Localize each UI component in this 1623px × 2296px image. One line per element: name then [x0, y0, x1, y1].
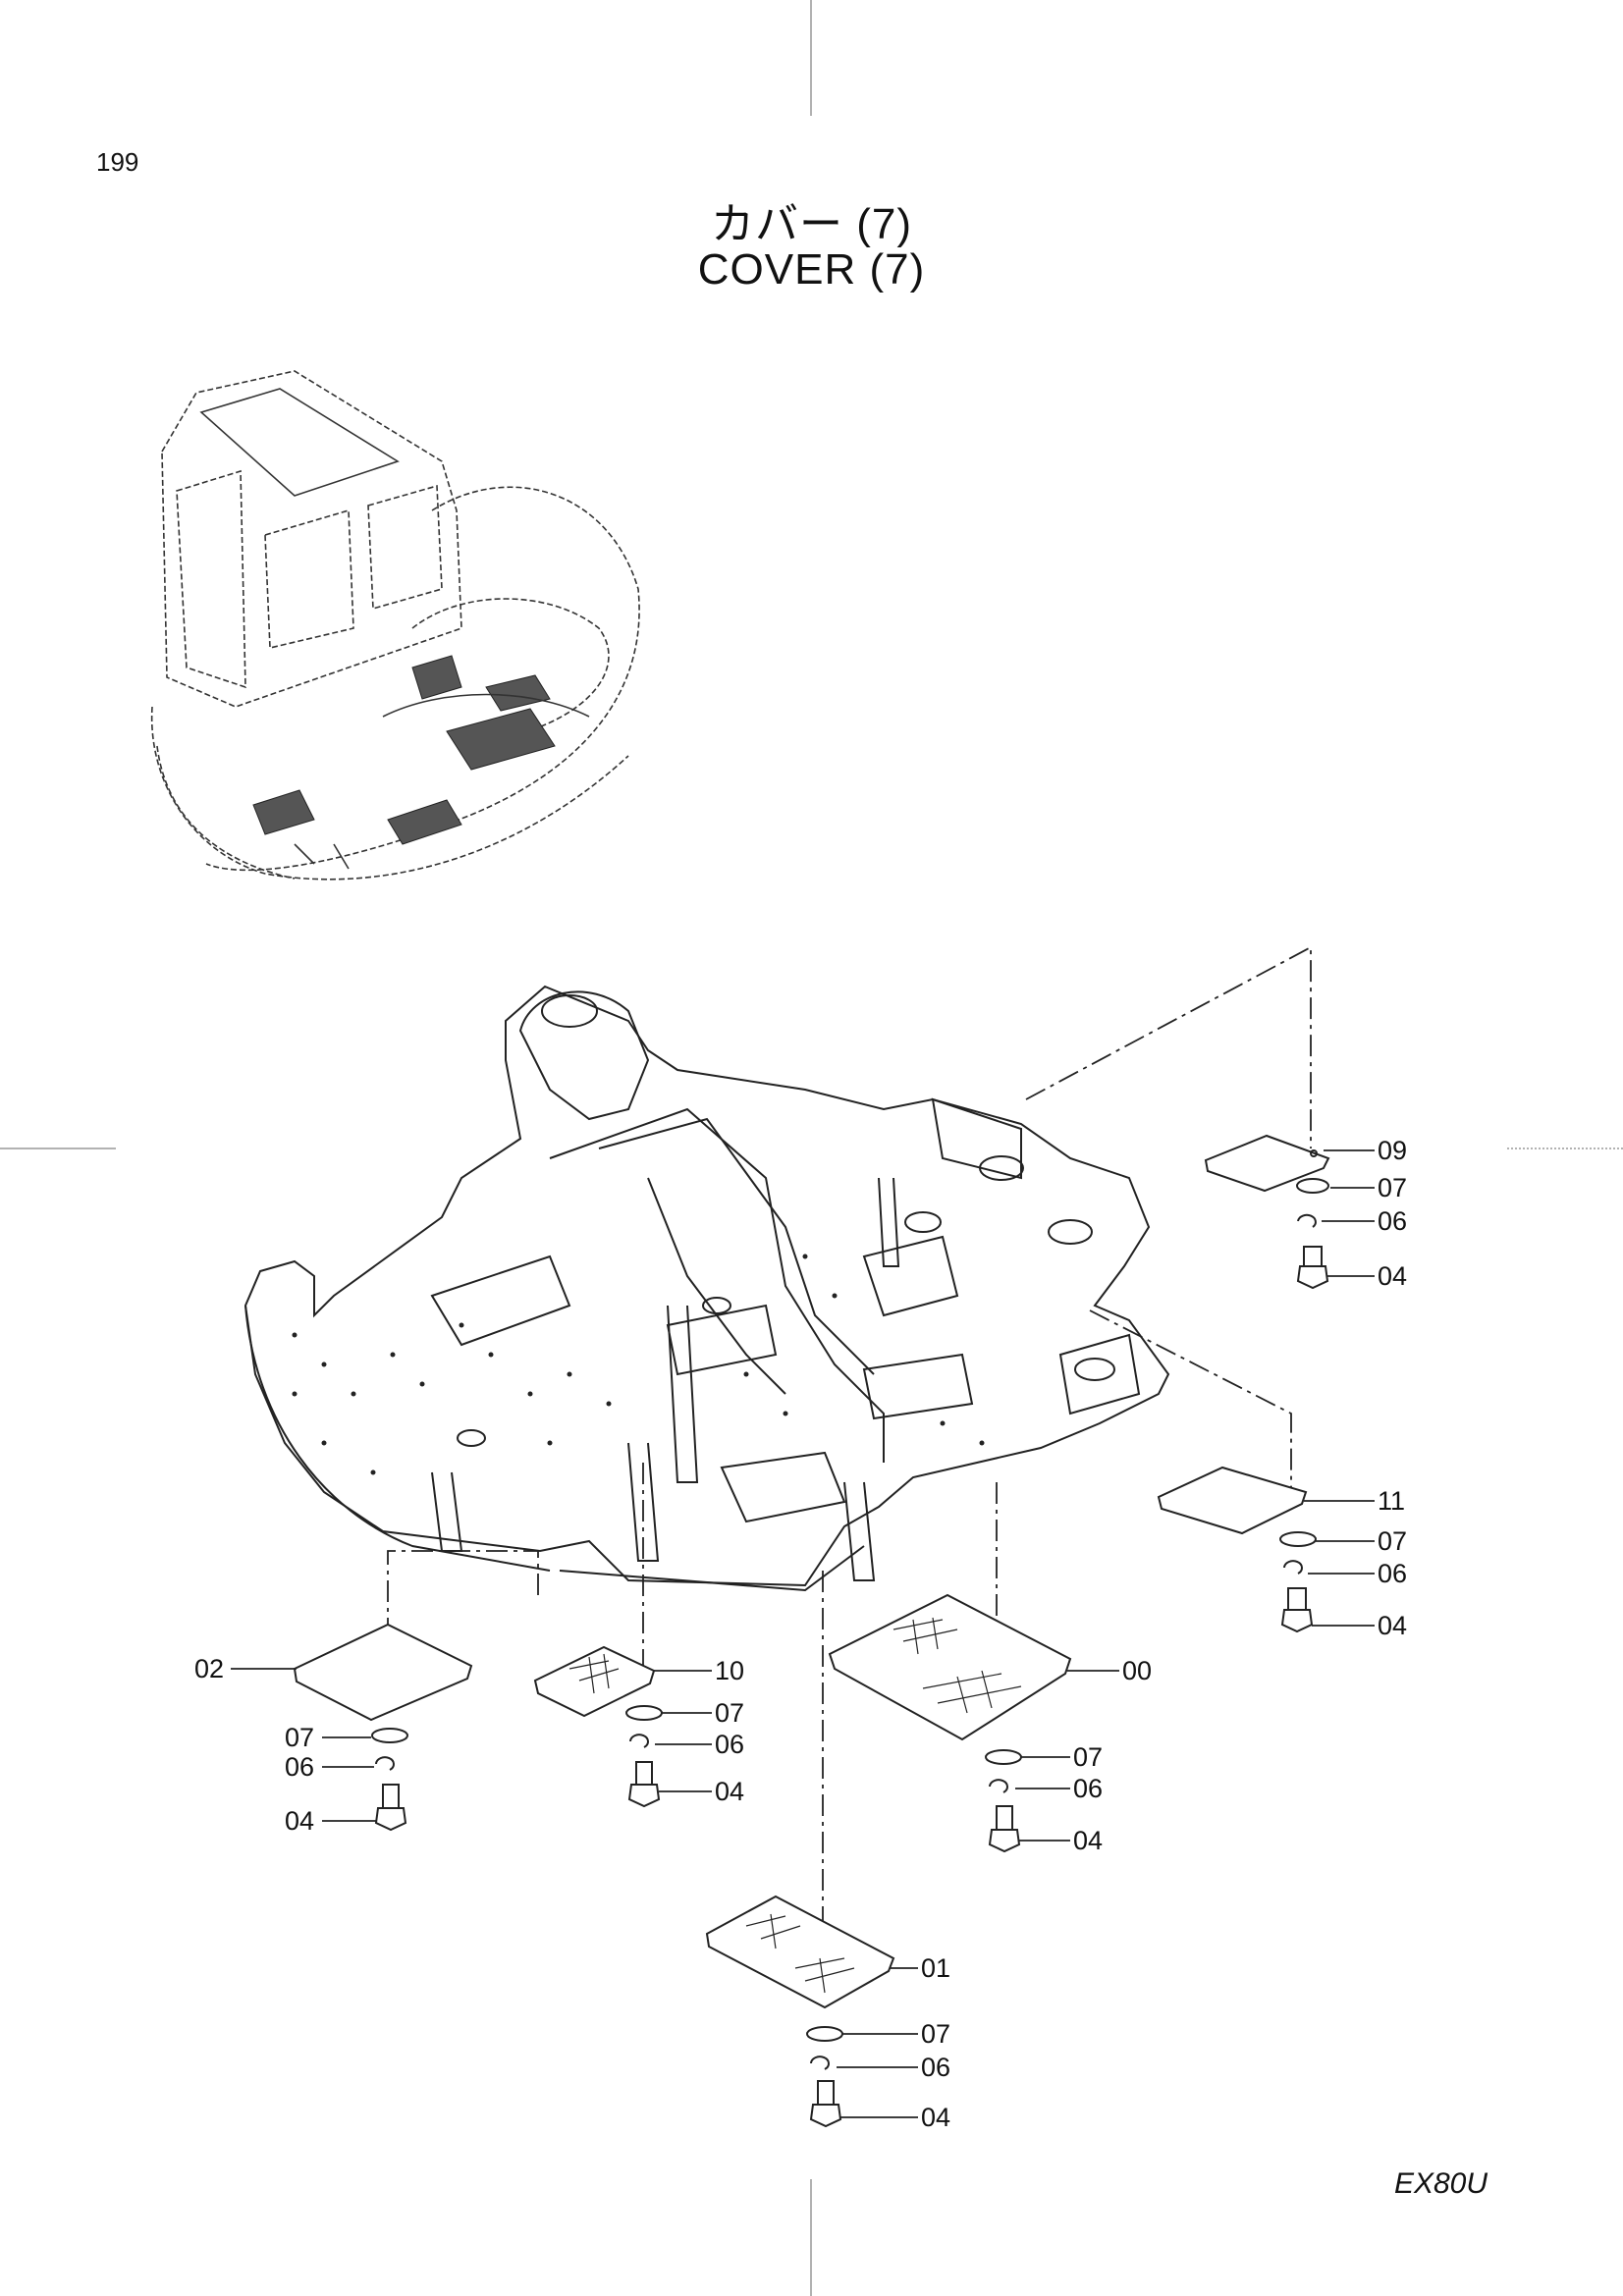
callout-04: 04 [1073, 1826, 1103, 1855]
page-number: 199 [96, 147, 139, 177]
callout-00: 00 [1122, 1656, 1152, 1685]
cover-09-group [1204, 1134, 1330, 1290]
cover-00-group [828, 1593, 1072, 1853]
revolving-frame-illustration [243, 985, 1170, 1592]
model-code: EX80U [1393, 2167, 1488, 2200]
callout-06: 06 [1378, 1559, 1407, 1588]
callout-07: 07 [285, 1723, 314, 1752]
callout-04: 04 [1378, 1611, 1407, 1640]
callout-01: 01 [921, 1953, 950, 1983]
callout-07: 07 [1378, 1526, 1407, 1556]
cover-11-group [1157, 1466, 1317, 1633]
callout-06: 06 [285, 1752, 314, 1782]
callout-06: 06 [715, 1730, 744, 1759]
callout-06: 06 [1073, 1774, 1103, 1803]
callout-09: 09 [1378, 1136, 1407, 1165]
cover-01-group [705, 1895, 895, 2128]
callout-07: 07 [1073, 1742, 1103, 1772]
machine-overview-illustration [150, 370, 640, 881]
callout-11: 11 [1378, 1486, 1405, 1516]
assembly-leader-lines [387, 945, 1312, 1953]
callout-06: 06 [921, 2053, 950, 2082]
callout-labels: 09 07 06 04 11 07 06 04 02 07 06 04 10 0… [194, 1136, 1407, 2132]
callout-04: 04 [921, 2103, 950, 2132]
callout-06: 06 [1378, 1206, 1407, 1236]
page-title-japanese: カバー (7) [711, 200, 912, 248]
callout-02: 02 [194, 1654, 224, 1683]
cover-10-group [533, 1645, 663, 1808]
callout-10: 10 [715, 1656, 744, 1685]
callout-04: 04 [285, 1806, 314, 1836]
callout-07: 07 [715, 1698, 744, 1728]
callout-04: 04 [1378, 1261, 1407, 1291]
page-title-english: COVER (7) [697, 245, 926, 294]
cover-02-group [293, 1623, 473, 1832]
callout-04: 04 [715, 1777, 744, 1806]
callout-07: 07 [921, 2019, 950, 2049]
callout-leaders [231, 1149, 1375, 2118]
callout-07: 07 [1378, 1173, 1407, 1202]
